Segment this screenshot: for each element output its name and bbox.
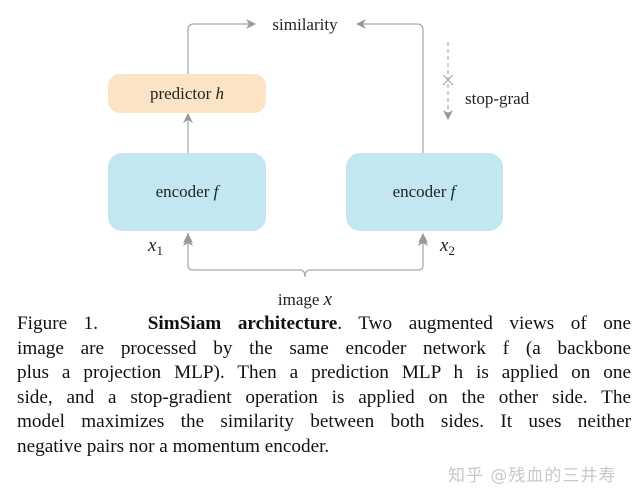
caption-line: model maximizes the similarity between b… — [17, 411, 631, 433]
watermark: 知乎 @残血的三井寿 — [448, 466, 617, 486]
caption-title: SimSiam architecture — [147, 313, 338, 334]
similarity-label: similarity — [272, 15, 338, 34]
image-label: image x — [278, 289, 333, 310]
caption-line: negative pairs nor a momentum encoder. — [17, 435, 330, 457]
encoder-left-box — [108, 153, 266, 231]
caption-line: image are processed by the same encoder … — [17, 337, 631, 359]
x1-label: x1 — [147, 235, 163, 258]
caption-line: Figure 1. SimSiam architecture. Two augm… — [17, 313, 631, 334]
stop-grad-cross-icon — [442, 74, 454, 86]
predictor-box — [108, 74, 266, 113]
encoder-right-label: encoder f — [393, 182, 458, 201]
stop-grad-label: stop-grad — [465, 89, 530, 108]
encoder-right-box — [346, 153, 503, 231]
caption-line: plus a projection MLP). Then a predictio… — [17, 362, 631, 384]
image-brace — [187, 233, 424, 278]
figure-caption: Figure 1. SimSiam architecture. Two augm… — [17, 312, 631, 460]
arrow-encoder-right-to-similarity — [356, 19, 424, 153]
arrow-predictor-to-similarity — [187, 19, 256, 74]
predictor-label: predictor h — [150, 84, 224, 103]
encoder-left-label: encoder f — [156, 182, 221, 201]
caption-line: side, and a stop-gradient operation is a… — [17, 386, 631, 408]
simsiam-diagram: similarity predictor h encoder f encoder… — [108, 15, 530, 310]
x2-label: x2 — [439, 235, 455, 258]
